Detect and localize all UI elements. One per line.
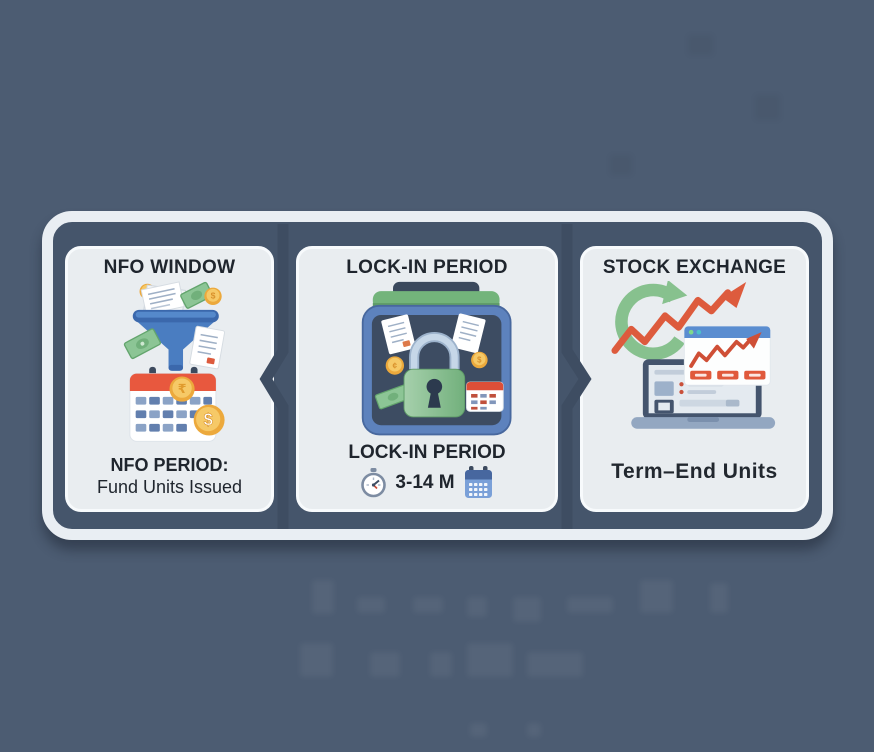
ghost-blob (710, 583, 728, 613)
ghost-blob (370, 652, 400, 677)
caption-subtitle: Fund Units Issued (96, 477, 243, 498)
ghost-blob (467, 597, 487, 617)
chevron-left-separator (259, 224, 289, 529)
panel-title: LOCK-IN PERIOD (346, 257, 508, 278)
ghost-blob (688, 35, 713, 55)
ghost-blob (513, 597, 541, 622)
ghost-blob (755, 95, 780, 120)
panel-title: STOCK EXCHANGE (602, 257, 787, 278)
panel-caption: Term–End Units (611, 460, 778, 484)
coin-icon: ¢ (385, 356, 405, 375)
coin-icon: $ (204, 287, 222, 305)
ghost-blob (527, 723, 541, 737)
svg-text:¢: ¢ (393, 361, 398, 370)
ghost-blob (430, 652, 452, 677)
panel-nfo-window: NFO WINDOW $ (65, 246, 274, 512)
rupee-coin-icon: ₹ (169, 376, 195, 402)
coin-icon: $ (471, 351, 488, 369)
panel-stock-exchange: STOCK EXCHANGE (580, 246, 809, 512)
calendar-icon (464, 466, 492, 498)
svg-text:$: $ (477, 355, 482, 364)
growth-arrow-icon (611, 281, 747, 354)
panel-caption: NFO PERIOD: Fund Units Issued (97, 455, 242, 499)
caption-title: NFO PERIOD: (110, 455, 229, 476)
panel-lock-in-period: LOCK-IN PERIOD (296, 246, 558, 512)
document-icon (381, 314, 416, 355)
document-icon (451, 313, 486, 354)
ghost-blob (567, 597, 613, 613)
panel-title: NFO WINDOW (103, 257, 236, 278)
ghost-blob (610, 155, 632, 175)
ghost-blob (357, 597, 385, 613)
ghost-blob (640, 580, 673, 613)
ghost-blob (467, 643, 513, 677)
svg-text:$: $ (211, 291, 216, 301)
money-bill-icon (123, 328, 162, 360)
nfo-illustration: $ (123, 281, 226, 442)
mini-chart-icon (689, 332, 762, 368)
browser-buttons (690, 370, 766, 380)
svg-text:$: $ (204, 411, 213, 429)
svg-text:₹: ₹ (178, 382, 187, 396)
panel-caption: LOCK-IN PERIOD 3-14 M (348, 441, 506, 499)
money-bill-icon (374, 384, 412, 410)
refresh-arrow-icon (615, 281, 688, 360)
browser-window-icon (683, 325, 771, 386)
caption-title: LOCK-IN PERIOD (348, 441, 506, 463)
lock-in-illustration: ¢ $ (361, 281, 512, 436)
padlock-icon (403, 332, 466, 418)
ghost-blob (300, 643, 333, 677)
funnel-icon (132, 309, 219, 371)
chevron-right-separator (561, 224, 592, 529)
document-icon (189, 325, 226, 370)
ghost-blob (470, 723, 487, 737)
mini-calendar-icon (466, 381, 504, 412)
duration-label: 3-14 M (395, 471, 455, 493)
ghost-blob (312, 580, 334, 614)
stock-exchange-illustration (611, 281, 776, 429)
dollar-coin-icon: $ (193, 404, 225, 436)
stopwatch-icon (361, 467, 387, 497)
ghost-blob (527, 652, 583, 677)
ghost-blob (413, 597, 443, 613)
